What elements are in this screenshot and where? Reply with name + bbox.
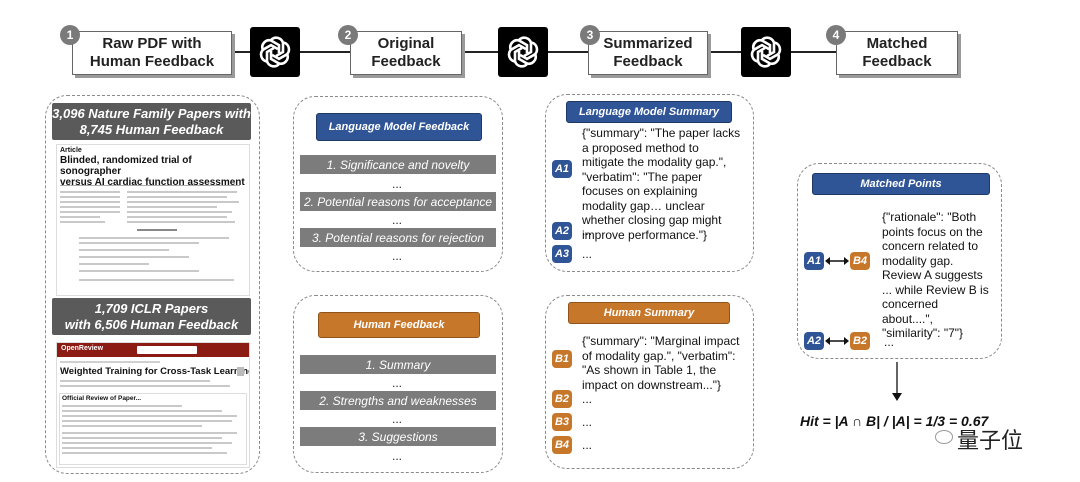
matched-rationale-text: {"rationale": "Both points focus on the … [882, 210, 989, 340]
ellipsis: ... [391, 449, 402, 463]
ellipsis: ... [582, 224, 593, 238]
point-badge-b4: B4 [850, 252, 870, 270]
watermark-text: 量子位 [957, 429, 1024, 454]
openai-logo-icon [741, 27, 791, 77]
human-feedback-item: 3. Suggestions [300, 427, 496, 446]
double-arrow-icon [825, 257, 849, 265]
openai-logo-icon [498, 27, 548, 77]
step-label: Matched [866, 35, 928, 52]
step-number: 2 [338, 25, 358, 45]
ellipsis: ... [582, 438, 593, 452]
lm-summary-title: Language Model Summary [566, 101, 732, 123]
point-badge-a2: A2 [552, 222, 572, 240]
ellipsis: ... [391, 412, 402, 426]
human-feedback-item: 2. Strengths and weaknesses [300, 391, 496, 410]
step-label: Raw PDF with [102, 35, 202, 52]
point-badge-b3: B3 [552, 413, 572, 431]
lm-summary-a1-text: {"summary": "The paper lacks a proposed … [582, 126, 741, 242]
review-heading: Official Review of Paper... [62, 395, 142, 402]
step-label: Summarized [603, 35, 693, 52]
point-badge-b4: B4 [552, 436, 572, 454]
step-label: Original [377, 35, 435, 52]
ellipsis: ... [391, 249, 402, 263]
ellipsis: ... [391, 376, 402, 390]
openreview-brand: OpenReview [61, 345, 104, 352]
step-label: Feedback [862, 53, 932, 70]
pdf-icon [237, 367, 244, 376]
ellipsis: ... [391, 213, 402, 227]
step-number: 3 [580, 25, 600, 45]
point-badge-b1: B1 [552, 350, 572, 368]
step-number: 1 [60, 25, 80, 45]
human-feedback-item: 1. Summary [300, 355, 496, 374]
point-badge-b2: B2 [850, 332, 870, 350]
double-arrow-icon [825, 337, 849, 345]
down-arrow-icon [892, 362, 902, 401]
lm-feedback-item: 2. Potential reasons for acceptance [300, 192, 496, 211]
lm-feedback-title: Language Model Feedback [316, 113, 482, 141]
doc-title: Blinded, randomized trial of sonographer… [60, 155, 245, 188]
human-summary-b1-text: {"summary": "Marginal impact of modality… [582, 334, 740, 392]
step-number: 4 [826, 25, 846, 45]
point-badge-a3: A3 [552, 245, 572, 263]
point-badge-a1: A1 [804, 252, 824, 270]
lm-summary-panel [545, 94, 754, 272]
point-badge-a2: A2 [804, 332, 824, 350]
doc-title: Weighted Training for Cross-Task Learnin… [60, 366, 250, 377]
human-summary-panel [545, 295, 754, 469]
ellipsis: ... [582, 415, 593, 429]
point-badge-a1: A1 [552, 160, 572, 178]
hit-formula: Hit = |A ∩ B| / |A| = 1/3 = 0.67 [800, 413, 989, 429]
step-label: Feedback [371, 53, 441, 70]
step-label: Human Feedback [89, 53, 215, 70]
openreview-header: OpenReview [57, 343, 249, 357]
ellipsis: ... [391, 177, 402, 191]
lm-feedback-item: 3. Potential reasons for rejection [300, 228, 496, 247]
lm-feedback-item: 1. Significance and novelty [300, 155, 496, 174]
openai-logo-icon [250, 27, 300, 77]
ellipsis: ... [582, 392, 593, 406]
point-badge-b2: B2 [552, 390, 572, 408]
human-feedback-title: Human Feedback [318, 312, 480, 338]
iclr-paper-thumbnail: OpenReview Weighted Training for Cross-T… [56, 342, 250, 468]
human-summary-title: Human Summary [568, 302, 730, 324]
ellipsis: ... [884, 335, 895, 349]
matched-points-title: Matched Points [812, 173, 990, 195]
step-label: Feedback [613, 53, 683, 70]
wechat-icon [935, 430, 953, 444]
nature-paper-thumbnail: Article Blinded, randomized trial of son… [56, 144, 250, 296]
doc-article-label: Article [60, 147, 82, 154]
ellipsis: ... [582, 247, 593, 261]
